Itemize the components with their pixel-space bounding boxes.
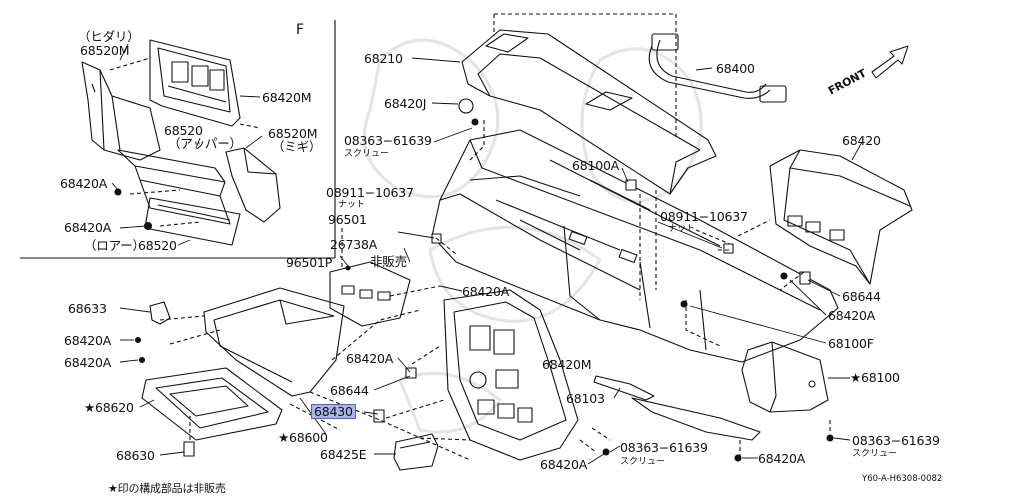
- note-lower: （ロアー）: [84, 238, 145, 253]
- dashed-guides: [159, 13, 831, 461]
- label-68644-c: 68644: [330, 383, 369, 398]
- inset-upper: [117, 149, 231, 225]
- label-68425E: 68425E: [320, 447, 367, 462]
- label-68520: 68520: [164, 123, 203, 138]
- label-68620: ★68620: [84, 400, 134, 415]
- label-68644-right: 68644: [842, 289, 881, 304]
- label-08363-mid: 08363−61639: [620, 440, 708, 455]
- assist-grip: [648, 33, 787, 103]
- inset-frame: [20, 20, 336, 259]
- label-68420A-mid: 68420A: [462, 284, 510, 299]
- label-68420A-c: 68420A: [346, 351, 394, 366]
- nut-left-note: ナット: [338, 200, 366, 210]
- label-68420A-right: 68420A: [828, 308, 876, 323]
- inset-lower: [144, 197, 241, 246]
- nut-right-note: ナット: [668, 224, 696, 234]
- reference-code: Y60-A-H6308-0082: [862, 474, 943, 484]
- label-08363-right: 08363−61639: [852, 433, 940, 448]
- label-68420A-l2: 68420A: [64, 355, 112, 370]
- inset-bezel: [149, 39, 241, 127]
- note-migi: （ミギ）: [272, 139, 322, 154]
- label-68633: 68633: [68, 301, 107, 316]
- label-68100: ★68100: [850, 370, 900, 385]
- label-68430-highlighted[interactable]: 68430: [311, 404, 356, 419]
- inset-left-panel: [81, 61, 161, 161]
- label-68420M-c: 68420M: [542, 357, 592, 372]
- clip-68633: [149, 301, 171, 325]
- label-68420: 68420: [842, 133, 881, 148]
- label-not-sold: 非販売: [370, 254, 407, 269]
- note-hidari: （ヒダリ）: [78, 29, 140, 44]
- note-upper: （アッパー）: [168, 136, 242, 151]
- glove-lid: [141, 367, 283, 441]
- inset-screws: [114, 188, 153, 231]
- label-68100F: 68100F: [828, 336, 874, 351]
- label-68520M-left: 68520M: [80, 43, 130, 58]
- label-68420A-l1: 68420A: [64, 333, 112, 348]
- label-68520-lower: 68520: [138, 238, 177, 253]
- front-arrow: [871, 45, 909, 79]
- screw-top-note: スクリュー: [344, 149, 390, 159]
- label-68600: ★68600: [278, 430, 328, 445]
- screw-right-note: スクリュー: [852, 449, 898, 459]
- view-letter: F: [296, 22, 304, 38]
- inset-right-panel: [225, 147, 281, 223]
- label-08911-right: 08911−10637: [660, 209, 748, 224]
- center-cluster: [443, 289, 579, 461]
- label-68100A: 68100A: [572, 158, 620, 173]
- label-68630: 68630: [116, 448, 155, 463]
- label-68420A-inset2: 68420A: [64, 220, 112, 235]
- brackets: [593, 375, 761, 441]
- label-26738A: 26738A: [330, 237, 378, 252]
- label-68400: 68400: [716, 61, 755, 76]
- box-cover: [329, 261, 411, 327]
- label-08911-left: 08911−10637: [326, 185, 414, 200]
- footer-note: ★印の構成部品は非販売: [108, 482, 226, 495]
- inset-dashes: [109, 57, 261, 227]
- label-68420J: 68420J: [384, 96, 427, 111]
- label-68210: 68210: [364, 51, 403, 66]
- screw-parts: [134, 118, 834, 462]
- label-68520M-right: 68520M: [268, 126, 318, 141]
- label-96501: 96501: [328, 212, 367, 227]
- ashtray: [393, 433, 439, 471]
- right-lid: [741, 341, 829, 413]
- meter-hood: [769, 149, 913, 285]
- label-68420A-br: 68420A: [758, 451, 806, 466]
- label-96501P: 96501P: [286, 255, 333, 270]
- label-68420A-b: 68420A: [540, 457, 588, 472]
- label-68420A-inset1: 68420A: [60, 176, 108, 191]
- label-08363-top: 08363−61639: [344, 133, 432, 148]
- label-68420M-inset: 68420M: [262, 90, 312, 105]
- watermark-emblem: [362, 38, 703, 434]
- screw-mid-note: スクリュー: [620, 457, 666, 467]
- upper-pad: [461, 29, 717, 195]
- label-68103: 68103: [566, 391, 605, 406]
- main-panel: [431, 129, 839, 363]
